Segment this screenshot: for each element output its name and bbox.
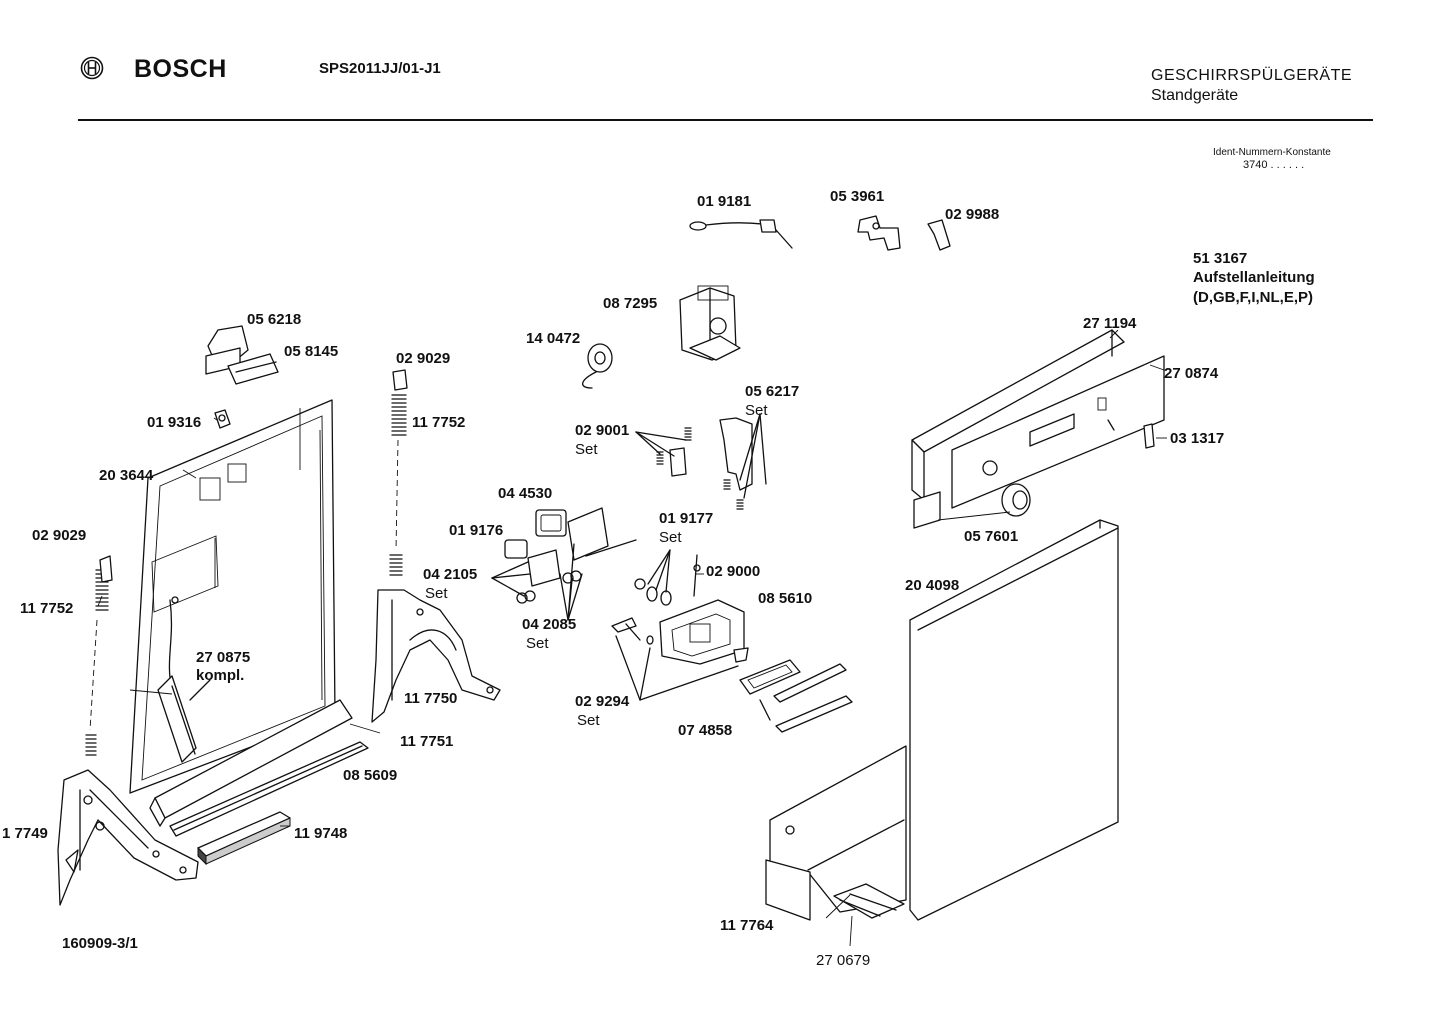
part-label-042105-set: Set: [425, 585, 448, 602]
part-label-057601: 05 7601: [964, 528, 1019, 545]
part-label-056217: 05 6217: [745, 383, 800, 400]
part-label-029000: 02 9000: [706, 563, 761, 580]
instruction-number: 51 3167: [1193, 250, 1248, 267]
part-label-074858: 07 4858: [678, 722, 733, 739]
part-label-270679: 27 0679: [816, 952, 871, 969]
part-label-044530: 04 4530: [498, 485, 553, 502]
part-label-087295: 08 7295: [603, 295, 658, 312]
part-label-140472: 14 0472: [526, 330, 581, 347]
part-label-271194: 27 1194: [1083, 315, 1137, 332]
part-label-019177: 01 9177: [659, 510, 714, 527]
part-label-270875: 27 0875: [196, 649, 251, 666]
part-label-119748: 11 9748: [294, 825, 348, 842]
part-label-019177-set: Set: [659, 529, 682, 546]
part-label-042085: 04 2085: [522, 616, 577, 633]
part-label-029988: 02 9988: [945, 206, 1000, 223]
part-label-203644: 20 3644: [99, 467, 154, 484]
model-number: SPS2011JJ/01-J1: [319, 60, 441, 77]
control-panel-illustration: [911, 329, 1165, 529]
part-label-117749: 1 7749: [2, 825, 48, 842]
part-label-019316: 01 9316: [147, 414, 202, 431]
part-label-270874: 27 0874: [1164, 365, 1219, 382]
part-label-029001: 02 9001: [575, 422, 630, 439]
part-label-058145: 05 8145: [284, 343, 339, 360]
part-label-056217-set: Set: [745, 402, 768, 419]
ident-value: 3740 . . . . . .: [1243, 159, 1305, 171]
part-label-053961: 05 3961: [830, 188, 885, 205]
part-label-031317: 03 1317: [1170, 430, 1225, 447]
part-label-117750: 11 7750: [404, 690, 458, 707]
part-label-117752-top: 11 7752: [412, 414, 466, 431]
ident-label: Ident-Nummern-Konstante: [1213, 147, 1331, 158]
part-label-019176: 01 9176: [449, 522, 504, 539]
part-label-056218: 05 6218: [247, 311, 302, 328]
left-hinge-illustration: [57, 769, 199, 906]
part-label-117764: 11 7764: [720, 917, 774, 934]
part-label-029294: 02 9294: [575, 693, 630, 710]
header-rule: [78, 119, 1373, 121]
drawing-number: 160909-3/1: [62, 935, 138, 952]
part-label-029294-set: Set: [577, 712, 600, 729]
instruction-title: Aufstellanleitung: [1193, 269, 1315, 286]
brand-name: BOSCH: [134, 55, 227, 83]
appliance-category: GESCHIRRSPÜLGERÄTE: [1151, 67, 1353, 84]
part-label-085609: 08 5609: [343, 767, 398, 784]
door-panel-illustration: [909, 519, 1119, 921]
part-label-019181: 01 9181: [697, 193, 752, 210]
part-label-029001-set: Set: [575, 441, 598, 458]
instruction-languages: (D,GB,F,I,NL,E,P): [1193, 289, 1313, 306]
appliance-subcategory: Standgeräte: [1151, 87, 1239, 104]
bosch-logo-icon: [80, 56, 104, 80]
part-label-029029-left: 02 9029: [32, 527, 87, 544]
part-label-117751: 11 7751: [400, 733, 454, 750]
part-label-117752-left: 11 7752: [20, 600, 74, 617]
part-label-085610: 08 5610: [758, 590, 813, 607]
part-label-204098: 20 4098: [905, 577, 960, 594]
part-label-042105: 04 2105: [423, 566, 478, 583]
part-label-029029-top: 02 9029: [396, 350, 451, 367]
plinth-illustration: [765, 745, 907, 921]
part-label-042085-set: Set: [526, 635, 549, 652]
part-label-270875-kompl: kompl.: [196, 667, 245, 684]
